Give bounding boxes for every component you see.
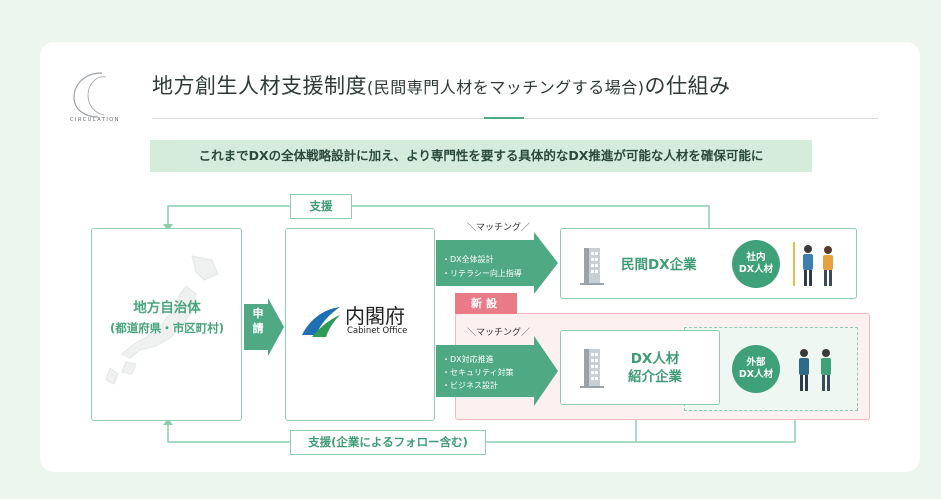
support-label-top: 支援	[290, 194, 352, 219]
matching-arrow-bottom	[436, 336, 558, 406]
matching-arrow-top	[436, 232, 558, 294]
support-label-bottom: 支援(企業によるフォロー含む)	[290, 430, 486, 455]
local-government-detail: (都道府県・市区町村)	[109, 321, 224, 335]
japan-map-icon	[105, 255, 219, 385]
staffing-company-name: DX人材紹介企業	[628, 351, 682, 385]
local-government-name: 地方自治体	[133, 300, 201, 316]
summary-banner: これまでDXの全体戦略設計に加え、より専門性を要する具体的なDX推進が可能な人材…	[150, 140, 812, 172]
matching-label-top: ＼マッチング／	[467, 223, 531, 233]
matching-bullet: ・ビジネス設計	[442, 381, 498, 390]
people-icon	[793, 242, 833, 286]
apply-label: 申請	[252, 307, 264, 335]
page-title: 地方創生人材支援制度(民間専門人材をマッチングする場合)の仕組み	[152, 74, 731, 98]
building-icon	[580, 248, 604, 285]
cabinet-office-logo	[302, 307, 340, 337]
matching-label-bottom: ＼マッチング／	[467, 328, 531, 338]
cabinet-office-english: Cabinet Office	[347, 326, 408, 336]
matching-bullet: ・DX対応推進	[442, 355, 494, 364]
title-accent	[484, 117, 524, 119]
circulation-logo	[73, 72, 107, 118]
cabinet-office-name: 内閣府	[345, 304, 405, 328]
private-company-name: 民間DX企業	[621, 257, 697, 273]
people-icon	[799, 349, 831, 391]
matching-bullet: ・DX全体設計	[442, 255, 494, 264]
matching-bullet: ・リテラシー向上指導	[442, 269, 522, 278]
matching-bullet: ・セキュリティ対策	[442, 368, 514, 377]
apply-arrow	[244, 298, 284, 356]
logo-text: CIRCULATION	[70, 117, 120, 123]
building-icon	[580, 349, 604, 388]
new-tag: 新設	[455, 293, 517, 314]
private-dx-company-box	[560, 228, 857, 299]
